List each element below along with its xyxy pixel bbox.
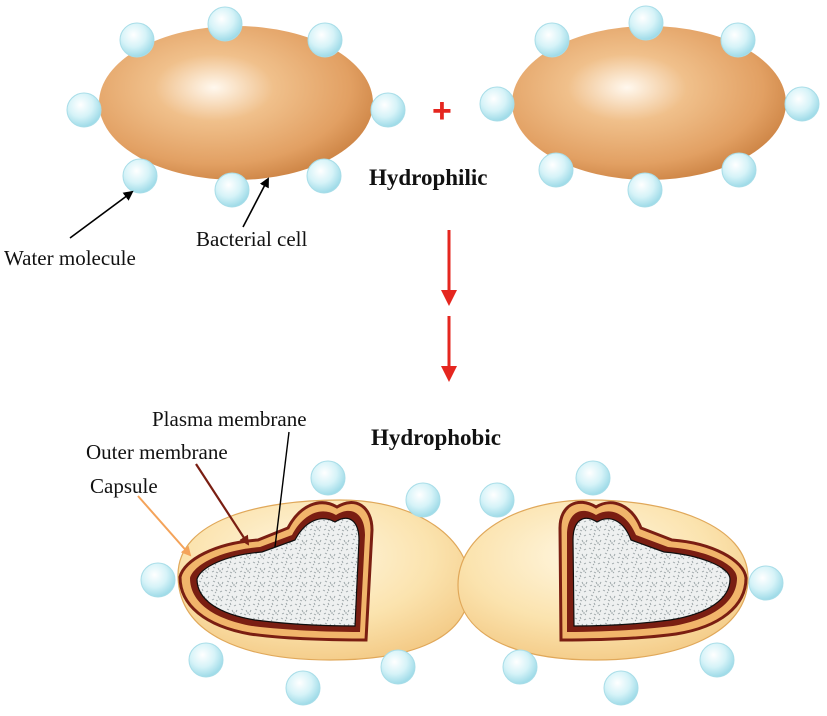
outer-membrane-label: Outer membrane <box>86 440 228 464</box>
plasma-membrane-label: Plasma membrane <box>152 407 307 431</box>
cutaway-bacterium-right <box>457 499 749 661</box>
hydrophilic-cell-right <box>479 5 820 208</box>
water-molecule-pointer <box>69 190 134 239</box>
cytoplasm <box>196 517 360 627</box>
hydrophobic-label: Hydrophobic <box>371 425 501 450</box>
bacterial-cell-icon <box>99 26 373 180</box>
cutaway-bacterium-left <box>177 499 471 661</box>
capsule-label: Capsule <box>90 474 158 498</box>
bacterial-cell-pointer <box>242 177 269 228</box>
outer-membrane-pointer <box>195 463 250 546</box>
plasma-membrane-pointer <box>274 431 290 548</box>
cytoplasm <box>572 517 731 627</box>
plus-sign: + <box>432 92 452 130</box>
water-molecule-label: Water molecule <box>4 246 136 270</box>
hydrophilic-label: Hydrophilic <box>369 165 487 190</box>
bacterial-cell-icon <box>512 26 786 180</box>
bacterial-cell-label: Bacterial cell <box>196 227 308 251</box>
process-arrow <box>441 230 457 382</box>
capsule-pointer <box>137 495 192 557</box>
hydrophilic-cell-left <box>66 6 406 208</box>
